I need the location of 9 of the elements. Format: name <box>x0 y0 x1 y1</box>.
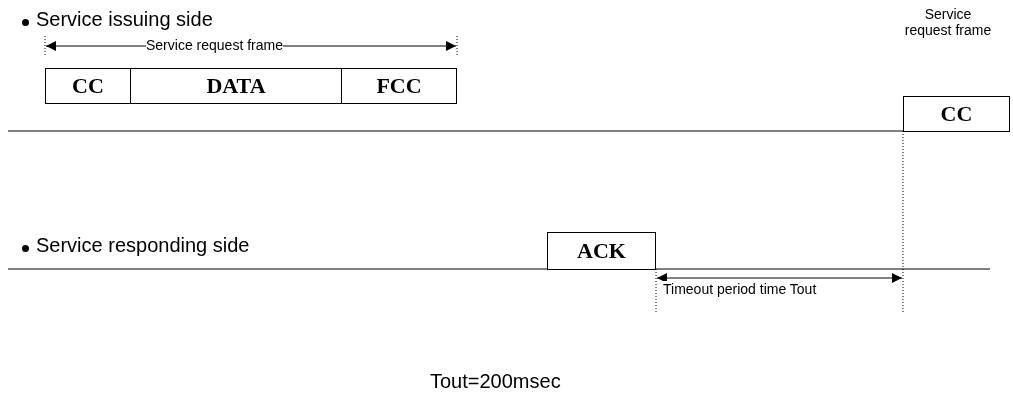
frame-field-box: ACK <box>547 232 656 270</box>
dimension-label: Timeout period time Tout <box>663 281 817 298</box>
frame-field-box: CC <box>45 68 131 104</box>
frame-field-box: CC <box>903 96 1010 132</box>
dimension-label: Service request frame <box>146 37 283 54</box>
frame-field-box: FCC <box>341 68 457 104</box>
frame-field-box: DATA <box>130 68 342 104</box>
section-heading: Service issuing side <box>36 8 213 31</box>
section-heading: Service responding side <box>36 234 250 257</box>
